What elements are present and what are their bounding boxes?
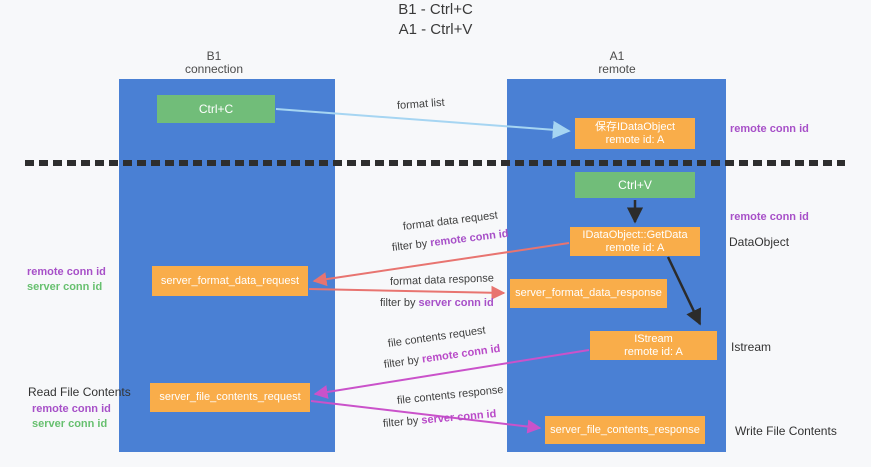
node-server-file-contents-response-label: server_file_contents_response	[550, 423, 700, 436]
node-save-idataobject: 保存IDataObject remote id: A	[575, 118, 695, 149]
label-server-conn-id-left-bottom: server conn id	[32, 418, 108, 430]
filter-by-text: filter by	[380, 297, 419, 309]
flow-label-format-list: format list	[396, 96, 445, 112]
node-server-file-contents-response: server_file_contents_response	[545, 416, 705, 444]
lane-b1-subtitle: connection	[184, 62, 244, 76]
label-remote-conn-id-right-top: remote conn id	[730, 123, 809, 135]
node-server-file-contents-request-label: server_file_contents_request	[159, 391, 301, 403]
label-remote-conn-id-left-top: remote conn id	[27, 266, 106, 278]
node-getdata-title: IDataObject::GetData	[582, 228, 688, 241]
node-istream-title: IStream	[634, 332, 673, 345]
lane-a1-name: A1	[609, 49, 625, 63]
lane-a1-subtitle: remote	[598, 62, 636, 76]
label-server-conn-id-left-top: server conn id	[27, 281, 103, 293]
title-line-1: B1 - Ctrl+C	[398, 1, 473, 18]
node-save-idataobject-title: 保存IDataObject	[594, 120, 676, 133]
flow-label-file-response-filter: filter by server conn id	[382, 408, 496, 430]
node-istream: IStream remote id: A	[590, 331, 717, 360]
node-ctrl-v-label: Ctrl+V	[618, 177, 652, 192]
clipboard-boundary-dashed-line	[25, 160, 845, 166]
node-server-format-data-request: server_format_data_request	[152, 266, 308, 296]
node-ctrl-c: Ctrl+C	[157, 95, 275, 123]
label-dataobject: DataObject	[729, 235, 790, 249]
filter-server-conn-id: server conn id	[418, 297, 494, 309]
diagram-title: B1 - Ctrl+C A1 - Ctrl+V	[0, 0, 871, 40]
node-server-file-contents-request: server_file_contents_request	[150, 383, 310, 412]
node-idataobject-getdata: IDataObject::GetData remote id: A	[570, 227, 700, 256]
arrow-format-data-response	[308, 285, 506, 300]
flow-label-format-response-filter: filter by server conn id	[380, 297, 494, 309]
title-line-2: A1 - Ctrl+V	[398, 21, 473, 38]
node-ctrl-c-label: Ctrl+C	[198, 101, 234, 116]
node-getdata-remote-id: remote id: A	[605, 241, 665, 254]
node-server-format-data-request-label: server_format_data_request	[160, 274, 300, 287]
filter-by-text: filter by	[382, 414, 422, 430]
filter-server-conn-id: server conn id	[420, 408, 497, 427]
filter-by-text: filter by	[391, 237, 431, 254]
flow-label-format-data-response: format data response	[389, 272, 495, 288]
filter-remote-conn-id: remote conn id	[421, 342, 502, 366]
label-write-file-contents: Write File Contents	[735, 424, 837, 438]
flow-label-format-data-request: format data request	[402, 209, 499, 233]
label-remote-conn-id-left-bottom: remote conn id	[32, 403, 111, 415]
filter-by-text: filter by	[383, 353, 423, 371]
node-istream-remote-id: remote id: A	[624, 345, 683, 358]
node-server-format-data-response-label: server_format_data_response	[515, 287, 662, 299]
label-read-file-contents: Read File Contents	[28, 385, 131, 399]
lane-b1-name: B1	[206, 49, 222, 63]
label-istream: Istream	[731, 340, 772, 354]
node-server-format-data-response: server_format_data_response	[510, 279, 667, 308]
lane-header-b1: B1 connection	[124, 50, 304, 76]
label-remote-conn-id-right-mid: remote conn id	[730, 211, 809, 223]
lane-header-a1: A1 remote	[527, 50, 707, 76]
node-save-idataobject-remote-id: remote id: A	[605, 133, 665, 146]
filter-remote-conn-id: remote conn id	[429, 227, 510, 250]
flow-label-file-contents-response: file contents response	[396, 383, 505, 407]
node-ctrl-v: Ctrl+V	[575, 172, 695, 198]
